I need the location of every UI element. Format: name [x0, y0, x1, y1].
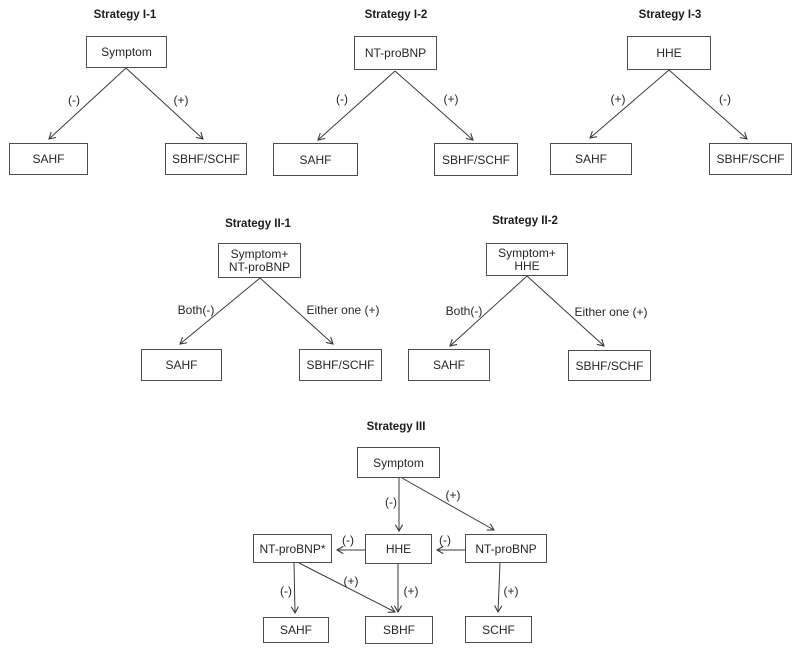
- arrow-i2-ntprobnp-to-sbhfschf: [394, 70, 474, 141]
- strategy-i2-title: Strategy I-2: [364, 9, 428, 21]
- strategy-i2-sahf-node: SAHF: [273, 143, 358, 176]
- strategy-iii-sahf-node: SAHF: [263, 617, 329, 643]
- strategy-ii2-sahf-node: SAHF: [408, 349, 490, 381]
- strategy-iii-schf-node: SCHF: [465, 616, 532, 643]
- strategy-ii2-sbhfschf-node: SBHF/SCHF: [568, 350, 651, 381]
- strategy-iii-hhe-sbhf-label: (+): [403, 584, 419, 598]
- strategy-iii-ntprobnp-star-node: NT-proBNP*: [253, 534, 332, 563]
- strategy-iii-symptom-node: Symptom: [357, 447, 440, 478]
- strategy-ii2-left-edge-label: Both(-): [445, 304, 483, 318]
- strategy-i1-symptom-node: Symptom: [86, 36, 167, 68]
- arrow-iii-symptom-to-ntprobnp: [401, 477, 495, 531]
- strategy-i2-right-edge-label: (+): [443, 92, 459, 106]
- strategy-i3-right-edge-label: (-): [719, 92, 731, 106]
- strategy-ii2-right-edge-label: Either one (+): [574, 305, 648, 319]
- strategy-ii1-sbhfschf-node: SBHF/SCHF: [299, 349, 382, 381]
- strategy-i2-sbhfschf-node: SBHF/SCHF: [434, 143, 518, 176]
- strategy-iii-sbhf-node: SBHF: [365, 616, 433, 644]
- strategy-i2-ntprobnp-node: NT-proBNP: [354, 36, 437, 70]
- strategy-i3-title: Strategy I-3: [638, 9, 702, 21]
- strategy-ii1-right-edge-label: Either one (+): [306, 303, 380, 317]
- strategy-i1-title: Strategy I-1: [93, 9, 157, 21]
- arrow-i3-hhe-to-sbhfschf: [668, 69, 748, 140]
- strategy-ii2-title: Strategy II-2: [492, 215, 558, 227]
- strategy-i3-hhe-node: HHE: [627, 36, 711, 70]
- arrow-ii1-top-to-sahf: [179, 277, 261, 345]
- strategy-ii1-left-edge-label: Both(-): [177, 303, 215, 317]
- strategy-i3-left-edge-label: (+): [610, 92, 626, 106]
- arrow-i1-symptom-to-sbhfschf: [125, 67, 204, 140]
- strategy-i1-sbhfschf-node: SBHF/SCHF: [165, 143, 247, 175]
- strategy-i3-sbhfschf-node: SBHF/SCHF: [709, 143, 792, 175]
- strategy-iii-hhe-node: HHE: [365, 534, 432, 564]
- strategy-ii1-symptom-ntprobnp-node: Symptom+ NT-proBNP: [218, 243, 301, 278]
- strategy-ii2-symptom-hhe-node: Symptom+ HHE: [486, 243, 568, 276]
- arrow-ii2-top-to-sbhfschf: [526, 275, 605, 347]
- strategy-ii1-sahf-node: SAHF: [141, 349, 222, 381]
- arrow-i2-ntprobnp-to-sahf: [317, 70, 396, 141]
- arrow-ii1-top-to-sbhfschf: [259, 277, 334, 345]
- strategy-iii-ntprobnp-hhe-label: (-): [439, 533, 451, 547]
- strategy-ii2-top-node-line2: HHE: [514, 258, 540, 273]
- strategy-i2-left-edge-label: (-): [336, 92, 348, 106]
- strategy-iii-title: Strategy III: [366, 421, 426, 433]
- strategy-iii-ntprobnp-node: NT-proBNP: [465, 534, 547, 563]
- strategy-i1-left-edge-label: (-): [68, 93, 80, 107]
- strategy-ii1-top-node-line2: NT-proBNP: [228, 259, 291, 274]
- strategy-ii2-top-node-line1: Symptom+: [498, 245, 556, 260]
- strategy-ii1-title: Strategy II-1: [225, 218, 291, 230]
- strategy-iii-ntprobnp-star-sbhf-label: (+): [343, 574, 359, 588]
- strategy-i1-sahf-node: SAHF: [9, 143, 88, 175]
- arrow-i1-symptom-to-sahf: [48, 67, 127, 140]
- strategy-iii-hhe-ntprobnp-star-label: (-): [342, 533, 354, 547]
- strategy-i1-right-edge-label: (+): [173, 93, 189, 107]
- arrow-iii-ntprobnp-to-schf: [494, 562, 503, 614]
- arrow-iii-ntprobnp-star-to-sahf: [290, 562, 299, 615]
- strategy-iii-ntprobnp-schf-label: (+): [503, 584, 519, 598]
- arrow-ii2-top-to-sahf: [449, 275, 528, 347]
- strategy-iii-ntprobnp-star-sahf-label: (-): [280, 584, 292, 598]
- arrow-i3-hhe-to-sahf: [589, 69, 670, 139]
- arrow-iii-ntprobnp-star-to-sbhf: [298, 562, 396, 613]
- strategy-iii-symptom-hhe-label: (-): [385, 495, 397, 509]
- strategy-i3-sahf-node: SAHF: [550, 143, 632, 175]
- strategy-ii1-top-node-line1: Symptom+: [230, 246, 289, 261]
- strategy-iii-symptom-ntprobnp-label: (+): [445, 488, 461, 502]
